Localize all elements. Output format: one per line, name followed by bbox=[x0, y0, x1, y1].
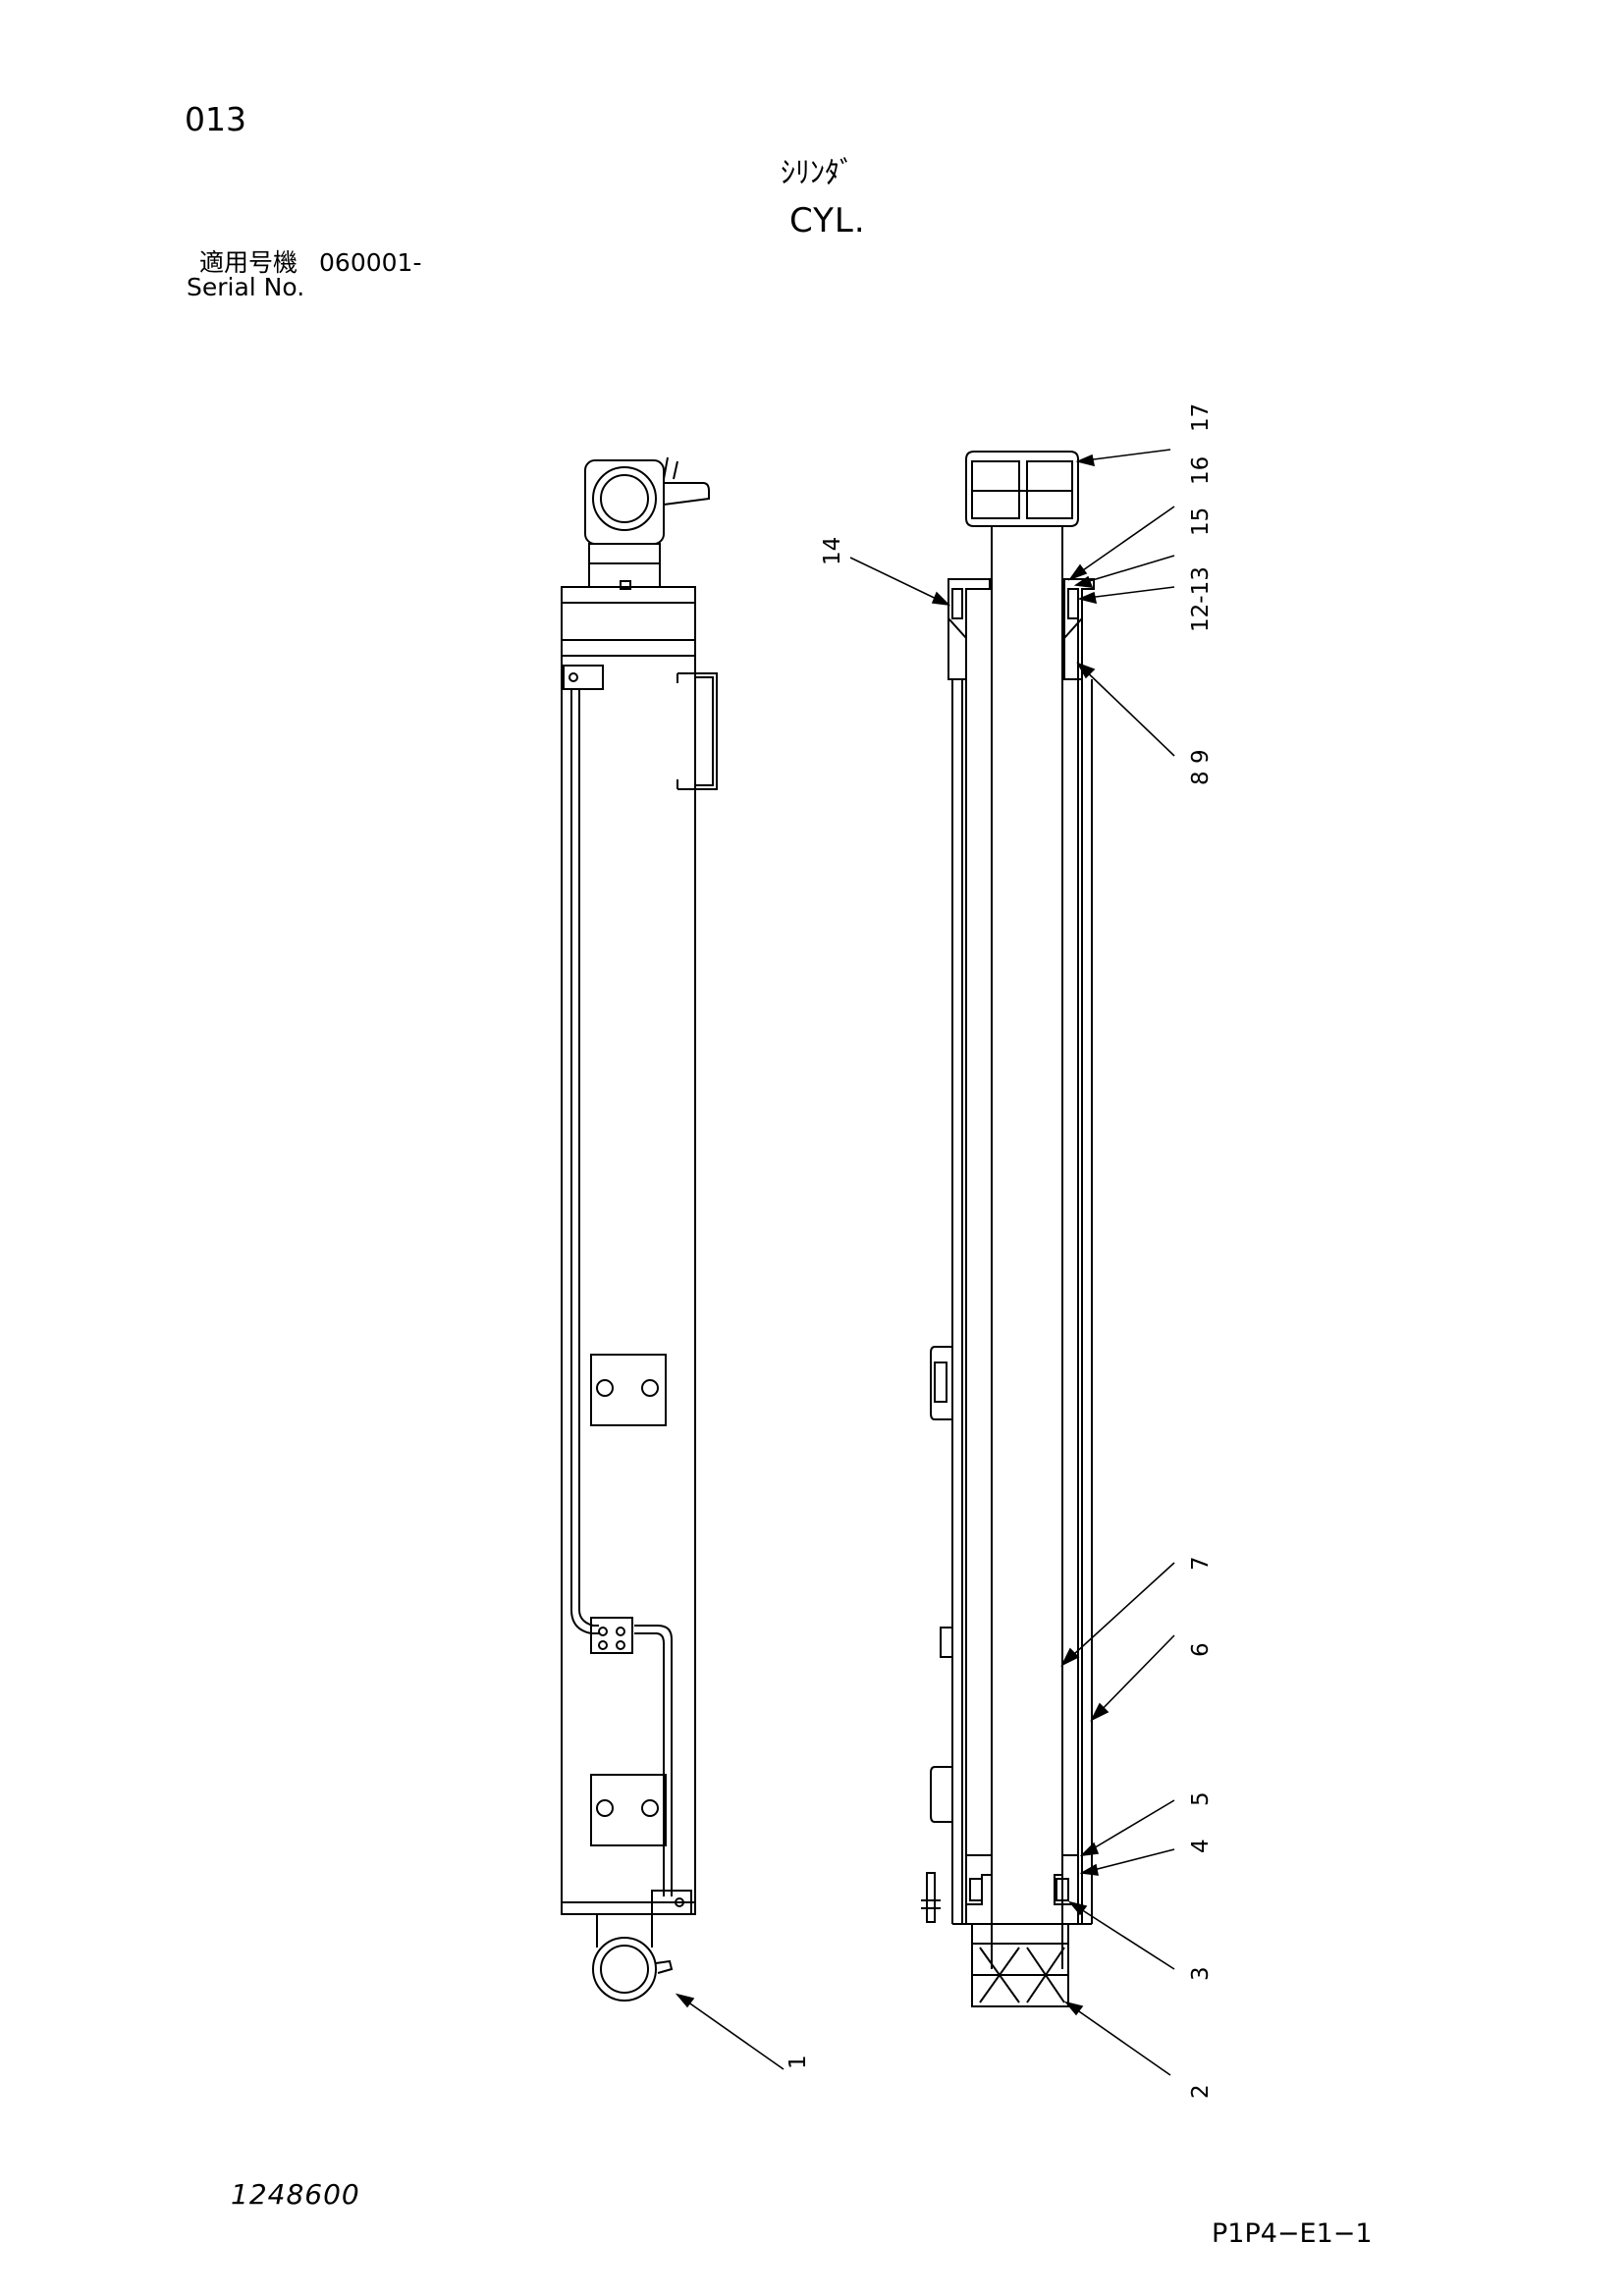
cylinder-exterior-view bbox=[561, 456, 718, 2002]
callout-3: 3 bbox=[1188, 1966, 1214, 1981]
callout-4: 4 bbox=[1188, 1839, 1214, 1853]
serial-number-label: Serial No. bbox=[187, 273, 305, 301]
callout-12-13: 12-13 bbox=[1188, 566, 1214, 632]
callout-labels: 1 2 3 4 5 6 7 8 9 12-13 14 15 16 17 bbox=[785, 403, 1214, 2099]
callout-17: 17 bbox=[1188, 403, 1214, 432]
callout-15: 15 bbox=[1188, 507, 1214, 536]
callout-7: 7 bbox=[1188, 1556, 1214, 1571]
title-english: CYL. bbox=[789, 201, 866, 240]
callout-2: 2 bbox=[1188, 2084, 1214, 2099]
callout-6: 6 bbox=[1188, 1642, 1214, 1657]
applicable-label: 適用号機 bbox=[199, 248, 298, 277]
applicable-machines: 適用号機 060001- bbox=[199, 250, 421, 275]
callout-16: 16 bbox=[1188, 456, 1214, 485]
cylinder-section-view bbox=[921, 451, 1095, 2007]
page-code: P1P4−E1−1 bbox=[1212, 2218, 1373, 2249]
serial-from: 060001- bbox=[319, 248, 422, 277]
callout-1: 1 bbox=[785, 2055, 811, 2069]
page-number: 013 bbox=[185, 100, 246, 138]
callout-14: 14 bbox=[820, 537, 845, 565]
drawing-number: 1248600 bbox=[231, 2178, 360, 2211]
callout-5: 5 bbox=[1188, 1791, 1214, 1806]
callout-leaders bbox=[675, 449, 1175, 2076]
title-japanese: ｼﾘﾝﾀﾞ bbox=[781, 156, 854, 190]
callout-8-9: 8 9 bbox=[1188, 749, 1214, 785]
